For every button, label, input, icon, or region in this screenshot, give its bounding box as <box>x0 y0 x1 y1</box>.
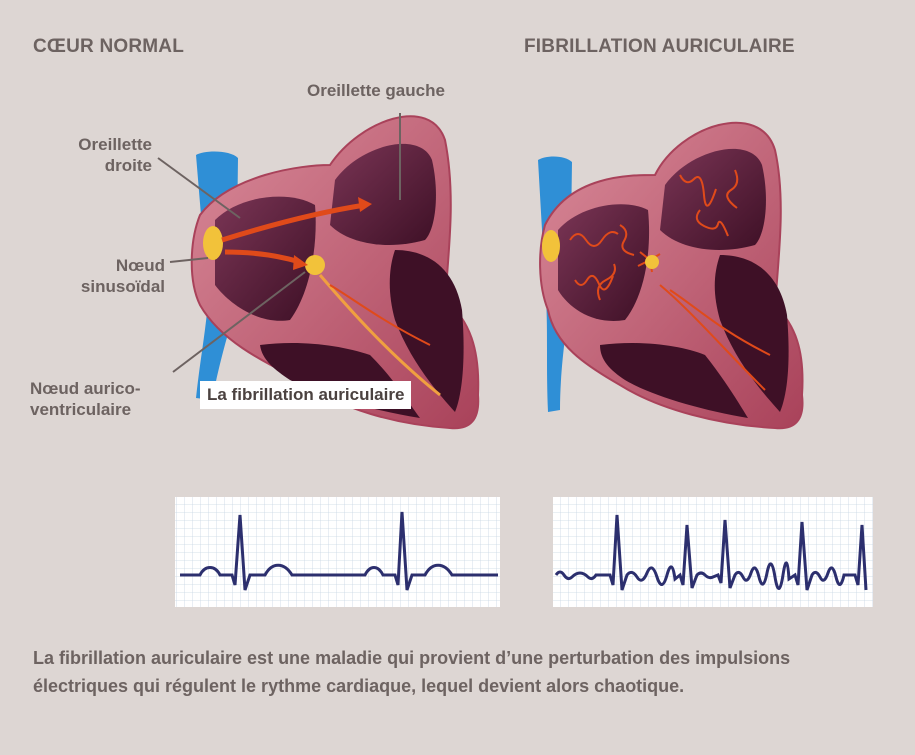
heading-normal-heart: CŒUR NORMAL <box>33 36 184 58</box>
tooltip-label: La fibrillation auriculaire <box>200 381 411 409</box>
heading-atrial-fibrillation: FIBRILLATION AURICULAIRE <box>524 36 795 58</box>
av-node-af <box>645 255 659 269</box>
label-sinus-node-line2: sinusoïdal <box>60 276 165 297</box>
label-av-node-line1: Nœud aurico- <box>30 378 141 399</box>
fibrillation-heart <box>538 123 803 429</box>
ecg-strip-normal <box>175 497 500 607</box>
caption-text: La fibrillation auriculaire est une mala… <box>33 644 873 700</box>
label-right-atrium-line2: droite <box>40 155 152 176</box>
sinus-node <box>203 226 223 260</box>
sinus-node-af <box>542 230 560 262</box>
ecg-strip-af <box>553 497 873 607</box>
label-sinus-node: Nœud sinusoïdal <box>60 255 165 297</box>
label-sinus-node-line1: Nœud <box>60 255 165 276</box>
label-left-atrium: Oreillette gauche <box>307 80 445 101</box>
label-right-atrium: Oreillette droite <box>40 134 152 176</box>
label-right-atrium-line1: Oreillette <box>40 134 152 155</box>
label-av-node: Nœud aurico- ventriculaire <box>30 378 141 420</box>
label-av-node-line2: ventriculaire <box>30 399 141 420</box>
